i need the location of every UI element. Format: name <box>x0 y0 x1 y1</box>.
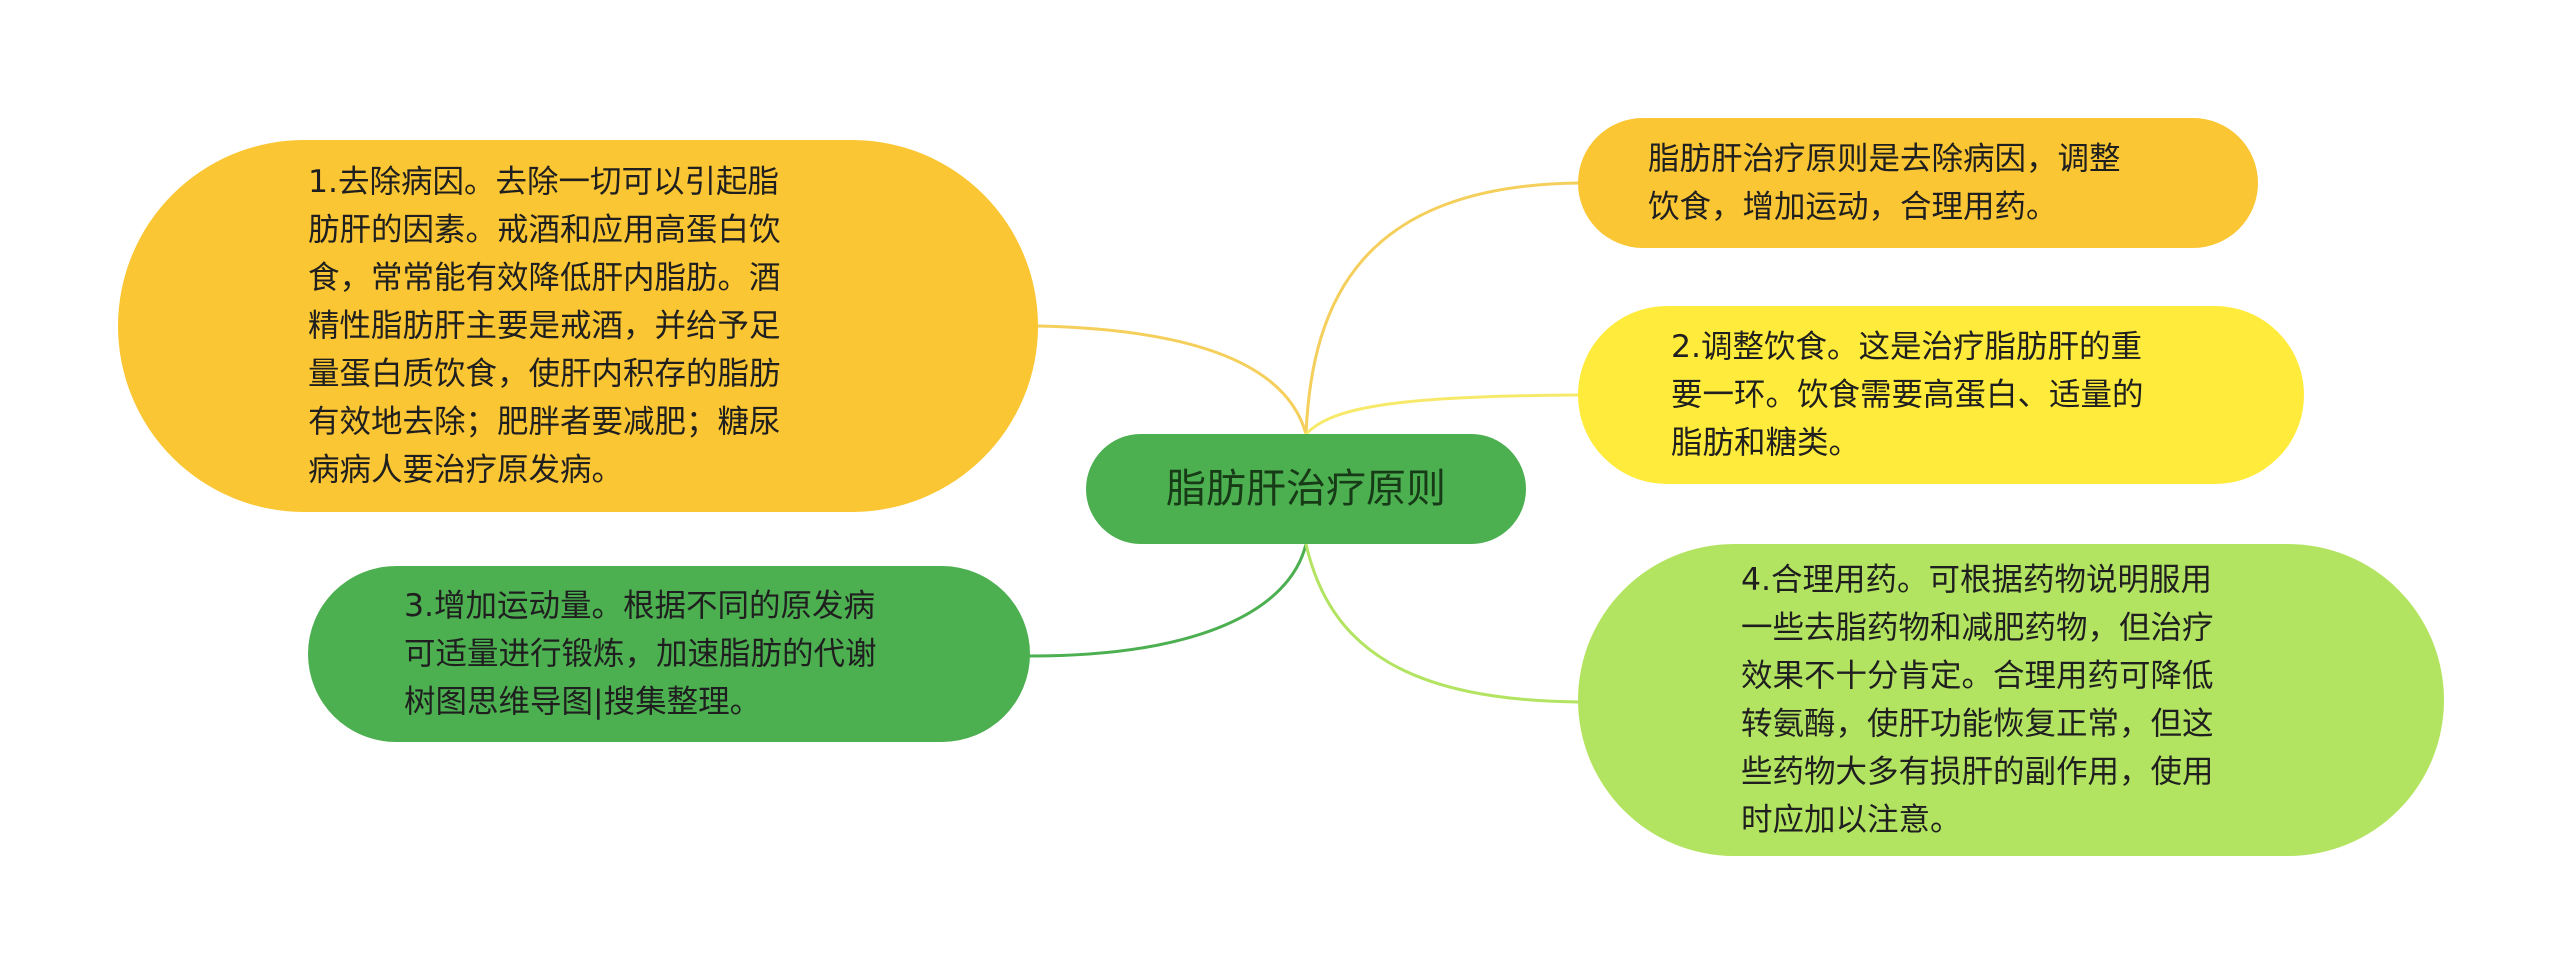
connector-medication <box>1304 542 1580 704</box>
center-topic-label: 脂肪肝治疗原则 <box>1166 466 1446 512</box>
branch-text-summary: 脂肪肝治疗原则是去除病因，调整 饮食，增加运动，合理用药。 <box>1648 141 2121 225</box>
branch-node-summary[interactable]: 脂肪肝治疗原则是去除病因，调整 饮食，增加运动，合理用药。 <box>1578 118 2258 248</box>
connector-exercise <box>1028 542 1308 658</box>
branch-node-diet[interactable]: 2.调整饮食。这是治疗脂肪肝的重 要一环。饮食需要高蛋白、适量的 脂肪和糖类。 <box>1578 306 2304 484</box>
branch-node-remove-cause[interactable]: 1.去除病因。去除一切可以引起脂 肪肝的因素。戒酒和应用高蛋白饮 食，常常能有效… <box>118 140 1038 512</box>
branch-text-remove-cause: 1.去除病因。去除一切可以引起脂 肪肝的因素。戒酒和应用高蛋白饮 食，常常能有效… <box>308 164 781 488</box>
connector-diet <box>1304 393 1580 436</box>
center-topic-node[interactable]: 脂肪肝治疗原则 <box>1086 434 1526 544</box>
branch-text-diet: 2.调整饮食。这是治疗脂肪肝的重 要一环。饮食需要高蛋白、适量的 脂肪和糖类。 <box>1671 329 2144 461</box>
connector-remove-cause <box>1036 324 1308 436</box>
connector-summary <box>1304 181 1580 436</box>
branch-node-medication[interactable]: 4.合理用药。可根据药物说明服用 一些去脂药物和减肥药物，但治疗 效果不十分肯定… <box>1578 544 2444 856</box>
branch-node-exercise[interactable]: 3.增加运动量。根据不同的原发病 可适量进行锻炼，加速脂肪的代谢 树图思维导图|… <box>308 566 1030 742</box>
branch-text-medication: 4.合理用药。可根据药物说明服用 一些去脂药物和减肥药物，但治疗 效果不十分肯定… <box>1741 562 2214 838</box>
branch-text-exercise: 3.增加运动量。根据不同的原发病 可适量进行锻炼，加速脂肪的代谢 树图思维导图|… <box>404 588 877 720</box>
